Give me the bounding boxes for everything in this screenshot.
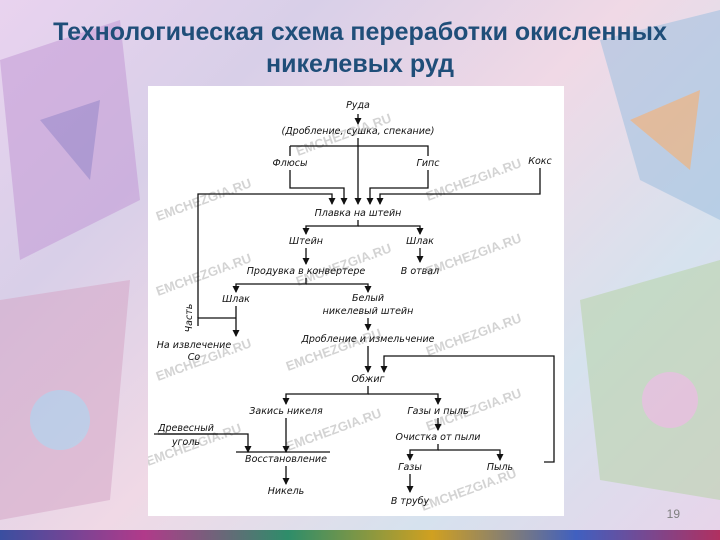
- slide-title: Технологическая схема переработки окисле…: [0, 16, 720, 80]
- node-gases-and-dust: Газы и пыль: [407, 406, 468, 417]
- node-preparation: (Дробление, сушка, спекание): [282, 126, 435, 137]
- node-nickel: Никель: [268, 486, 305, 497]
- node-slag: Шлак: [406, 236, 434, 247]
- node-roasting: Обжиг: [351, 374, 385, 385]
- node-crushing: Дробление и измельчение: [300, 334, 434, 345]
- node-part: Часть: [184, 304, 195, 333]
- flow-nodes: Руда (Дробление, сушка, спекание) Флюсы …: [157, 100, 553, 507]
- title-line-2: никелевых руд: [265, 50, 454, 78]
- node-converter-slag: Шлак: [222, 294, 250, 305]
- node-to-stack: В трубу: [391, 496, 430, 507]
- watermark: EMCHEZGIA.RU: [424, 310, 523, 358]
- node-white-matte-line1: Белый: [352, 293, 384, 304]
- node-co-recovery-line2: Co: [188, 352, 201, 363]
- node-fluxes: Флюсы: [273, 158, 308, 169]
- node-reduction: Восстановление: [245, 454, 327, 465]
- node-converter-blowing: Продувка в конвертере: [247, 266, 366, 277]
- node-charcoal-line2: уголь: [171, 437, 200, 448]
- node-gases: Газы: [398, 462, 422, 473]
- flow-diagram: EMCHEZGIA.RU EMCHEZGIA.RU EMCHEZGIA.RU E…: [148, 86, 564, 516]
- node-gypsum: Гипс: [417, 158, 441, 169]
- watermark: EMCHEZGIA.RU: [294, 240, 393, 288]
- node-dust: Пыль: [487, 462, 513, 473]
- node-matte-smelting: Плавка на штейн: [315, 208, 402, 219]
- flow-lines: [154, 114, 555, 493]
- node-coke: Кокс: [528, 156, 552, 167]
- node-dump: В отвал: [401, 266, 439, 277]
- bottom-decoration: [0, 530, 720, 540]
- watermark: EMCHEZGIA.RU: [154, 175, 253, 223]
- node-nickel-oxide: Закись никеля: [249, 406, 323, 417]
- watermark: EMCHEZGIA.RU: [154, 250, 253, 298]
- title-line-1: Технологическая схема переработки окисле…: [53, 18, 667, 46]
- node-ore: Руда: [346, 100, 370, 111]
- node-matte: Штейн: [289, 236, 323, 247]
- page-number: 19: [666, 507, 680, 521]
- node-dust-cleaning: Очистка от пыли: [396, 432, 481, 443]
- node-white-matte-line2: никелевый штейн: [323, 306, 414, 317]
- node-charcoal-line1: Древесный: [157, 423, 214, 434]
- flow-diagram-svg: EMCHEZGIA.RU EMCHEZGIA.RU EMCHEZGIA.RU E…: [148, 100, 555, 514]
- node-co-recovery-line1: На извлечение: [157, 340, 232, 351]
